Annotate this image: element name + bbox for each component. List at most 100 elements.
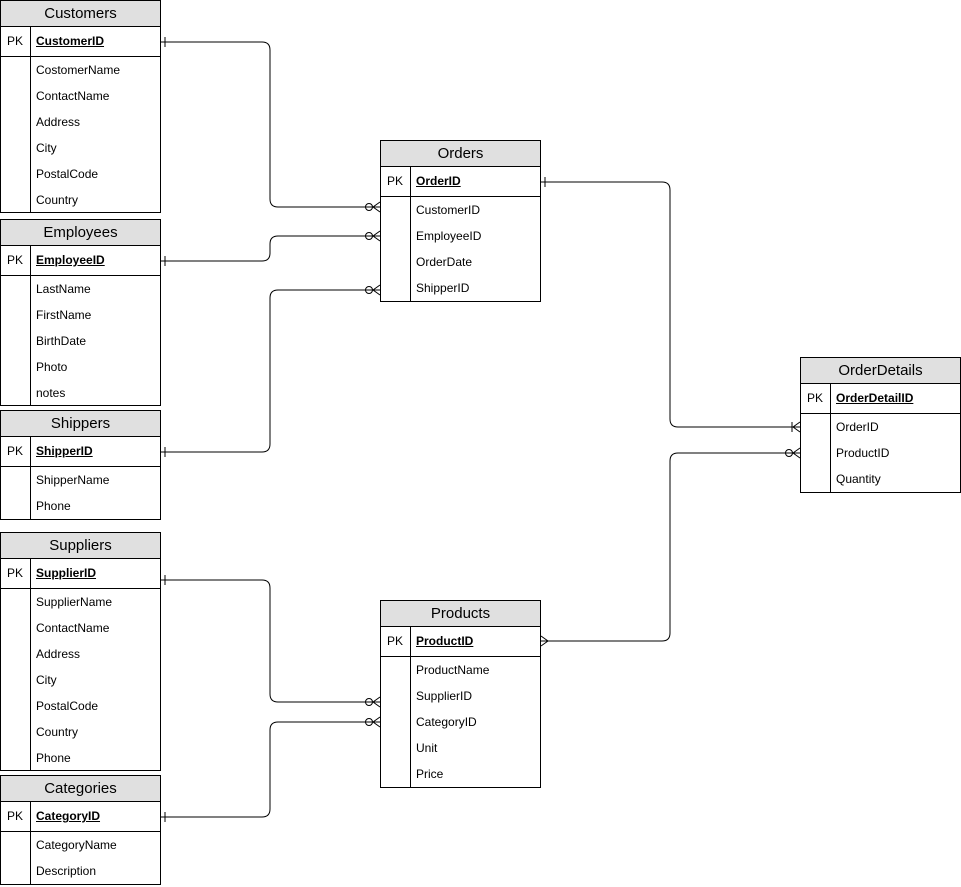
field[interactable]: Phone [36,751,71,765]
connector-categories-products[interactable] [161,721,380,818]
crowfoot-marker [372,230,381,242]
field-list: ProductName SupplierID CategoryID Unit P… [381,657,540,787]
column-divider [30,27,31,56]
field[interactable]: CostomerName [36,63,121,77]
entity-orders[interactable]: Orders PK OrderID CustomerID EmployeeID … [380,140,541,302]
zero-marker [365,698,373,706]
primary-key-name: ProductID [416,634,474,648]
field[interactable]: Address [36,647,81,661]
primary-key-row[interactable]: PK SupplierID [1,559,160,589]
field[interactable]: Photo [36,360,68,374]
primary-key-row[interactable]: PK OrderID [381,167,540,197]
field[interactable]: PostalCode [36,699,99,713]
column-divider [410,167,411,196]
column-divider [30,589,31,771]
primary-key-name: EmployeeID [36,253,105,267]
primary-key-row[interactable]: PK ShipperID [1,437,160,467]
field[interactable]: BirthDate [36,334,87,348]
pk-label: PK [7,809,24,823]
primary-key-row[interactable]: PK CategoryID [1,802,160,832]
zero-marker [365,718,373,726]
entity-categories[interactable]: Categories PK CategoryID CategoryName De… [0,775,161,885]
field[interactable]: ContactName [36,621,110,635]
pk-label: PK [7,444,24,458]
entity-shippers[interactable]: Shippers PK ShipperID ShipperName Phone [0,410,161,520]
field[interactable]: Country [36,193,79,207]
field-list: ShipperName Phone [1,467,160,519]
entity-products[interactable]: Products PK ProductID ProductName Suppli… [380,600,541,788]
entity-orderdetails[interactable]: OrderDetails PK OrderDetailID OrderID Pr… [800,357,961,493]
entity-customers[interactable]: Customers PK CustomerID CostomerName Con… [0,0,161,213]
connector-orders-orderdetails[interactable] [541,181,800,428]
connector-suppliers-products[interactable] [161,579,380,703]
column-divider [830,384,831,413]
field[interactable]: City [36,141,57,155]
primary-key-name: CustomerID [36,34,105,48]
column-divider [30,246,31,275]
entity-title: Suppliers [1,533,160,559]
field[interactable]: OrderID [836,420,879,434]
primary-key-row[interactable]: PK CustomerID [1,27,160,57]
field[interactable]: Address [36,115,81,129]
field[interactable]: Phone [36,499,71,513]
field[interactable]: PostalCode [36,167,99,181]
field-list: CostomerName ContactName Address City Po… [1,57,160,213]
field[interactable]: Country [36,725,79,739]
field[interactable]: LastName [36,282,91,296]
field[interactable]: ContactName [36,89,110,103]
field[interactable]: CustomerID [416,203,481,217]
entity-title: Customers [1,1,160,27]
entity-title: Orders [381,141,540,167]
crowfoot-marker [372,201,381,213]
field[interactable]: ProductID [836,446,890,460]
field[interactable]: Unit [416,741,438,755]
primary-key-row[interactable]: PK OrderDetailID [801,384,960,414]
pk-label: PK [387,174,404,188]
field-list: CategoryName Description [1,832,160,884]
field[interactable]: City [36,673,57,687]
field[interactable]: Price [416,767,444,781]
field[interactable]: Quantity [836,472,881,486]
entity-title: OrderDetails [801,358,960,384]
entity-suppliers[interactable]: Suppliers PK SupplierID SupplierName Con… [0,532,161,771]
primary-key-row[interactable]: PK ProductID [381,627,540,657]
crowfoot-marker [372,716,381,728]
field[interactable]: CategoryName [36,838,117,852]
field[interactable]: ProductName [416,663,490,677]
primary-key-name: SupplierID [36,566,97,580]
field-list: CustomerID EmployeeID OrderDate ShipperI… [381,197,540,301]
column-divider [30,832,31,884]
pk-label: PK [807,391,824,405]
field[interactable]: Description [36,864,97,878]
entity-title: Categories [1,776,160,802]
connector-shippers-orders[interactable] [161,289,380,453]
field[interactable]: OrderDate [416,255,473,269]
entity-title: Products [381,601,540,627]
connector-customers-orders[interactable] [161,41,380,208]
field[interactable]: FirstName [36,308,92,322]
entity-employees[interactable]: Employees PK EmployeeID LastName FirstNa… [0,219,161,406]
field-list: SupplierName ContactName Address City Po… [1,589,160,771]
pk-label: PK [7,566,24,580]
field[interactable]: EmployeeID [416,229,482,243]
primary-key-name: ShipperID [36,444,93,458]
connector-employees-orders[interactable] [161,235,380,262]
primary-key-row[interactable]: PK EmployeeID [1,246,160,276]
column-divider [30,57,31,213]
column-divider [30,559,31,588]
field[interactable]: SupplierID [416,689,473,703]
zero-marker [365,203,373,211]
field[interactable]: CategoryID [416,715,477,729]
crowfoot-marker [792,421,801,433]
column-divider [30,437,31,466]
connector-products-orderdetails[interactable] [541,452,800,642]
field[interactable]: ShipperID [416,281,470,295]
field[interactable]: ShipperName [36,473,110,487]
column-divider [830,414,831,492]
column-divider [410,657,411,787]
primary-key-name: OrderID [416,174,461,188]
pk-label: PK [7,253,24,267]
field[interactable]: notes [36,386,66,400]
field-list: OrderID ProductID Quantity [801,414,960,492]
field[interactable]: SupplierName [36,595,113,609]
